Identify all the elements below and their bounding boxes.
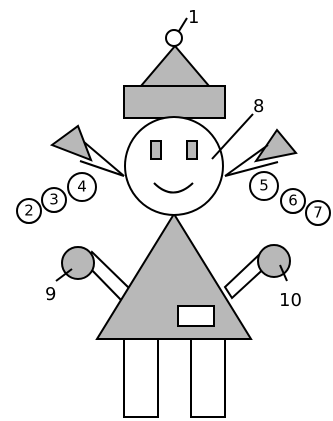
label-4: 4 bbox=[77, 178, 87, 196]
left-eye-rectangle bbox=[151, 141, 161, 159]
leader-line-1 bbox=[179, 18, 187, 31]
label-6: 6 bbox=[288, 192, 298, 210]
label-9: 9 bbox=[45, 284, 56, 305]
left-hand-circle bbox=[62, 247, 94, 279]
label-3: 3 bbox=[49, 191, 59, 209]
leader-line-8 bbox=[212, 114, 253, 159]
hat-triangle bbox=[141, 46, 209, 86]
body-pocket-rectangle bbox=[178, 306, 214, 326]
body-triangle bbox=[97, 214, 251, 339]
right-leg-rectangle bbox=[191, 335, 225, 417]
hat-band-rectangle bbox=[124, 86, 225, 118]
right-hand-circle bbox=[258, 245, 290, 277]
label-1: 1 bbox=[188, 7, 199, 28]
head-circle bbox=[125, 117, 223, 215]
label-8: 8 bbox=[253, 96, 264, 117]
hat-top-circle bbox=[166, 30, 182, 46]
label-7: 7 bbox=[313, 204, 323, 222]
right-eye-rectangle bbox=[187, 141, 197, 159]
label-2: 2 bbox=[24, 202, 34, 220]
right-pigtail-triangle bbox=[256, 130, 296, 161]
label-5: 5 bbox=[259, 177, 269, 195]
left-leg-rectangle bbox=[124, 335, 158, 417]
label-10: 10 bbox=[279, 290, 302, 311]
